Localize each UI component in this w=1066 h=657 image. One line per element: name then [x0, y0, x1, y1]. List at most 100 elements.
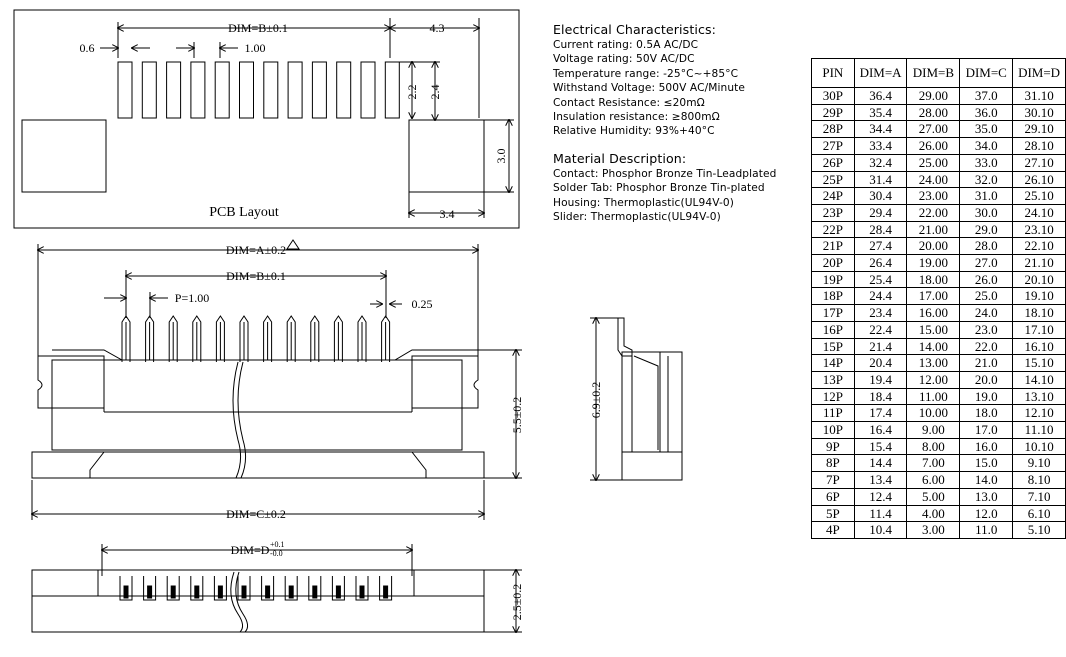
table-cell: 4P — [811, 521, 855, 539]
pcb-left-solder-tab — [21, 119, 107, 193]
table-cell: 7P — [811, 471, 855, 489]
table-cell: 26P — [811, 153, 855, 172]
bottom-pin — [261, 576, 275, 601]
material-line: Housing: Thermoplastic(UL94V-0) — [553, 196, 734, 209]
table-cell: 34.4 — [853, 120, 908, 139]
bottom-housing — [31, 569, 485, 633]
front-pin — [333, 315, 343, 362]
pcb-pad — [384, 61, 400, 119]
pcb-dim-43-label: 4.3 — [430, 21, 445, 35]
table-cell: 10.00 — [906, 404, 961, 423]
table-cell: 36.4 — [853, 87, 908, 105]
table-cell: 29.0 — [959, 220, 1014, 239]
table-cell: 12.10 — [1012, 404, 1066, 423]
table-cell: 18P — [811, 287, 855, 306]
table-cell: 27.00 — [906, 120, 961, 139]
front-pin — [168, 315, 178, 362]
bottom-pin-tip — [194, 585, 200, 599]
table-cell: 10.4 — [853, 521, 908, 539]
table-cell: 28.4 — [853, 220, 908, 239]
electrical-heading: Electrical Characteristics: — [553, 22, 716, 37]
table-cell: 17P — [811, 304, 855, 322]
pcb-frame — [13, 9, 520, 229]
front-pin — [286, 315, 296, 362]
table-cell: 7.10 — [1012, 487, 1066, 506]
table-header-cell: DIM=A — [853, 58, 908, 88]
table-cell: 9P — [811, 437, 855, 456]
table-cell: 20.10 — [1012, 270, 1066, 289]
bottom-pin-tip — [265, 585, 271, 599]
front-left-tab — [37, 355, 105, 409]
table-cell: 29.4 — [853, 203, 908, 222]
table-cell: 34.0 — [959, 137, 1014, 155]
front-pin — [145, 315, 155, 362]
table-cell: 32.0 — [959, 170, 1014, 189]
table-cell: 18.0 — [959, 404, 1014, 423]
table-cell: 26.0 — [959, 270, 1014, 289]
material-line: Solder Tab: Phosphor Bronze Tin-plated — [553, 182, 765, 195]
table-cell: 16P — [811, 320, 855, 339]
table-cell: 31.10 — [1012, 87, 1066, 105]
front-right-tab — [411, 355, 479, 409]
table-cell: 22P — [811, 220, 855, 239]
table-cell: 18.00 — [906, 270, 961, 289]
table-cell: 30.4 — [853, 187, 908, 205]
table-cell: 37.0 — [959, 87, 1014, 105]
front-pin — [192, 315, 202, 362]
pcb-dim-22-label: 2.2 — [405, 85, 419, 100]
table-cell: 28.0 — [959, 237, 1014, 256]
table-cell: 13.4 — [853, 471, 908, 489]
table-header-cell: DIM=B — [906, 58, 961, 88]
pcb-dim-100-label: 1.00 — [245, 41, 266, 55]
table-cell: 11.0 — [959, 521, 1014, 539]
table-cell: 35.0 — [959, 120, 1014, 139]
table-cell: 30.10 — [1012, 103, 1066, 122]
table-cell: 10.10 — [1012, 437, 1066, 456]
front-break-line — [232, 361, 242, 479]
bottom-pin — [213, 576, 227, 601]
electrical-line: Relative Humidity: 93%+40°C — [553, 125, 715, 138]
table-cell: 29.10 — [1012, 120, 1066, 139]
bottom-pin — [166, 576, 180, 601]
table-cell: 19.4 — [853, 370, 908, 389]
table-cell: 28.10 — [1012, 137, 1066, 155]
table-cell: 21.0 — [959, 354, 1014, 372]
electrical-line: Current rating: 0.5A AC/DC — [553, 39, 699, 51]
front-pin — [239, 315, 249, 362]
table-cell: 17.4 — [853, 404, 908, 423]
front-right-foot — [410, 451, 485, 479]
front-dim-b-label: DIM=B±0.1 — [226, 269, 286, 283]
table-cell: 32.4 — [853, 153, 908, 172]
pcb-pad — [141, 61, 157, 119]
front-pitch-label: P=1.00 — [175, 291, 209, 305]
table-cell: 24.0 — [959, 304, 1014, 322]
bottom-pin — [190, 576, 204, 601]
front-pin — [357, 315, 367, 362]
electrical-line: Insulation resistance: ≥800mΩ — [553, 111, 720, 124]
table-cell: 16.4 — [853, 421, 908, 439]
table-cell: 5.10 — [1012, 521, 1066, 539]
front-pin — [310, 315, 320, 362]
electrical-line: Temperature range: -25°C~+85°C — [553, 67, 739, 80]
table-cell: 21.4 — [853, 337, 908, 356]
table-cell: 23.10 — [1012, 220, 1066, 239]
pcb-dim-24-label: 2.4 — [428, 85, 442, 100]
bottom-pin-tip — [288, 585, 294, 599]
table-cell: 28.00 — [906, 103, 961, 122]
table-cell: 17.0 — [959, 421, 1014, 439]
table-cell: 14.00 — [906, 337, 961, 356]
pcb-dim-34-label: 3.4 — [440, 207, 455, 221]
table-cell: 14P — [811, 354, 855, 372]
pcb-pad — [117, 61, 133, 119]
bottom-pin — [284, 576, 298, 601]
